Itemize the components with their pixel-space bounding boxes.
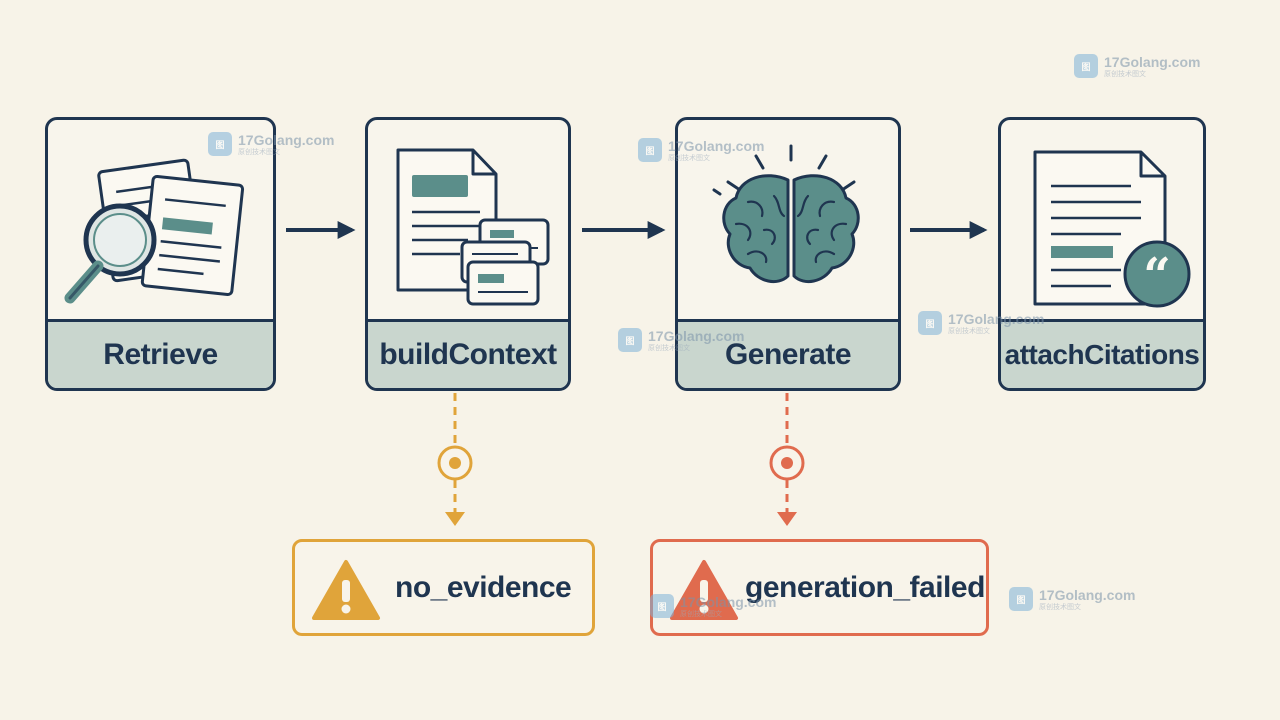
watermark-logo-icon: 图 <box>208 132 232 156</box>
warning-icon <box>670 560 738 620</box>
watermark-subtext: 原创技术图文 <box>1039 603 1081 611</box>
watermark-subtext: 原创技术图文 <box>668 154 710 162</box>
branch-no-evidence <box>437 393 473 526</box>
watermark-text: 17Golang.com <box>680 593 777 610</box>
step-retrieve[interactable]: Retrieve <box>45 117 276 391</box>
step-label: Retrieve <box>103 338 218 371</box>
step-label: Generate <box>724 338 852 371</box>
step-buildcontext[interactable]: buildContext <box>365 117 571 391</box>
watermark-logo-icon: 图 <box>1009 587 1033 611</box>
watermark-text: 17Golang.com <box>948 310 1045 327</box>
step-label-bar: attachCitations <box>1001 319 1203 388</box>
watermark-text: 17Golang.com <box>1039 586 1136 603</box>
brain-icon <box>678 120 898 324</box>
watermark-subtext: 原创技术图文 <box>1104 70 1146 78</box>
svg-text:“: “ <box>1143 248 1171 304</box>
watermark-text: 17Golang.com <box>1104 53 1201 70</box>
watermark-text: 17Golang.com <box>648 327 745 344</box>
search-documents-icon <box>48 120 273 324</box>
step-label-bar: Retrieve <box>48 319 273 388</box>
step-label: buildContext <box>379 338 557 371</box>
error-no-evidence: no_evidence <box>292 539 595 636</box>
watermark-logo-icon: 图 <box>650 594 674 618</box>
watermark-text: 17Golang.com <box>238 131 335 148</box>
citation-document-icon: “ <box>1001 120 1203 324</box>
error-generation-failed: generation_failed <box>650 539 989 636</box>
watermark-subtext: 原创技术图文 <box>680 610 722 618</box>
step-label-bar: buildContext <box>368 319 568 388</box>
watermark-text: 17Golang.com <box>668 137 765 154</box>
branch-generation-failed <box>769 393 805 526</box>
watermark-subtext: 原创技术图文 <box>648 344 690 352</box>
step-label: attachCitations <box>1004 339 1200 370</box>
warning-icon <box>312 560 380 620</box>
step-generate[interactable]: Generate <box>675 117 901 391</box>
watermark-logo-icon: 图 <box>638 138 662 162</box>
context-documents-icon <box>368 120 568 324</box>
watermark-subtext: 原创技术图文 <box>948 327 990 335</box>
error-label: no_evidence <box>395 570 572 604</box>
watermark-subtext: 原创技术图文 <box>238 148 280 156</box>
watermark-logo-icon: 图 <box>918 311 942 335</box>
error-label: generation_failed <box>745 570 985 604</box>
step-label-bar: Generate <box>678 319 898 388</box>
step-attachcitations[interactable]: “ attachCitations <box>998 117 1206 391</box>
watermark-logo-icon: 图 <box>618 328 642 352</box>
watermark-logo-icon: 图 <box>1074 54 1098 78</box>
